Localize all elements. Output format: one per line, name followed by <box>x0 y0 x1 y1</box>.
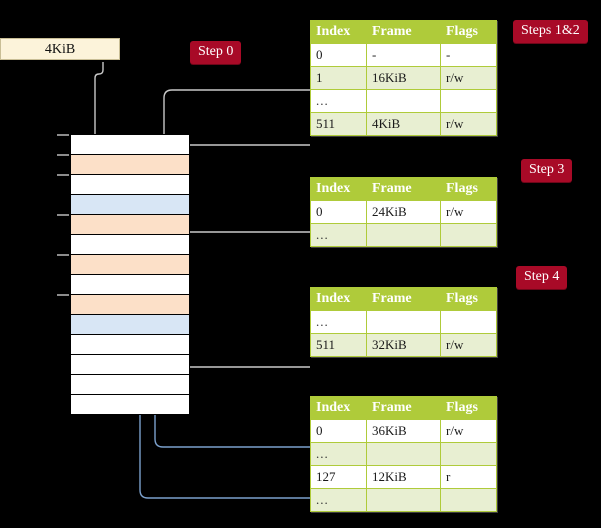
column-header-index: Index <box>310 287 367 311</box>
cell-flags: r <box>440 465 497 489</box>
cell-flags: r/w <box>440 112 497 136</box>
column-header-index: Index <box>310 20 367 44</box>
table-row: ... <box>310 310 497 334</box>
cell-index: 0 <box>310 419 367 443</box>
cell-index: 127 <box>310 465 367 489</box>
frame-tick-mark <box>57 214 69 216</box>
cell-flags: r/w <box>440 419 497 443</box>
column-header-frame: Frame <box>366 287 441 311</box>
cell-frame <box>366 442 441 466</box>
cell-flags: r/w <box>440 200 497 224</box>
arrow-steps12-b <box>173 144 310 247</box>
cell-flags <box>440 89 497 113</box>
table-row: ... <box>310 488 497 512</box>
cell-frame: 32KiB <box>366 333 441 357</box>
memory-frame-row <box>71 374 189 394</box>
column-header-flags: Flags <box>440 20 497 44</box>
cell-index: ... <box>310 488 367 512</box>
memory-frame-row <box>57 294 189 314</box>
column-header-frame: Frame <box>366 20 441 44</box>
cell-frame <box>366 89 441 113</box>
cell-frame <box>366 310 441 334</box>
column-header-frame: Frame <box>366 396 441 420</box>
frame-tick-mark <box>57 174 69 176</box>
cell-flags <box>440 488 497 512</box>
table-row: ... <box>310 442 497 466</box>
cell-frame: 24KiB <box>366 200 441 224</box>
column-header-flags: Flags <box>440 287 497 311</box>
column-header-index: Index <box>310 177 367 201</box>
memory-frame-row <box>57 154 189 174</box>
memory-frame-row <box>71 314 189 334</box>
frame-tick-mark <box>57 294 69 296</box>
memory-frame-row <box>71 234 189 254</box>
cell-frame: 16KiB <box>366 66 441 90</box>
cell-flags <box>440 310 497 334</box>
table-row: ... <box>310 223 497 247</box>
cell-index: 511 <box>310 112 367 136</box>
cell-index: 0 <box>310 200 367 224</box>
cell-index: 0 <box>310 43 367 67</box>
column-header-index: Index <box>310 396 367 420</box>
column-header-flags: Flags <box>440 396 497 420</box>
frame-tick-mark <box>57 254 69 256</box>
table-row: 0-- <box>310 43 497 67</box>
cell-flags <box>440 442 497 466</box>
cell-frame: 12KiB <box>366 465 441 489</box>
badge-step-4: Step 4 <box>516 266 568 289</box>
memory-frame-row <box>57 134 189 154</box>
memory-frame-row <box>57 214 189 234</box>
memory-frame-row <box>71 394 189 414</box>
memory-frame-row <box>57 174 189 194</box>
cell-frame: 4KiB <box>366 112 441 136</box>
cell-index: ... <box>310 223 367 247</box>
cell-flags: r/w <box>440 333 497 357</box>
cell-flags <box>440 223 497 247</box>
badge-step-0: Step 0 <box>190 41 242 64</box>
physical-memory-frames <box>57 134 190 415</box>
memory-frame-row <box>71 354 189 374</box>
badge-step-3: Step 3 <box>521 159 573 182</box>
column-header-flags: Flags <box>440 177 497 201</box>
memory-frame-row <box>71 274 189 294</box>
memory-frame-row <box>71 334 189 354</box>
cell-index: ... <box>310 310 367 334</box>
table-row: ... <box>310 89 497 113</box>
cell-index: ... <box>310 89 367 113</box>
cell-index: 1 <box>310 66 367 90</box>
cell-frame <box>366 488 441 512</box>
cell-frame <box>366 223 441 247</box>
cell-frame: - <box>366 43 441 67</box>
column-header-frame: Frame <box>366 177 441 201</box>
frame-tick-mark <box>57 134 69 136</box>
frame-tick-mark <box>57 154 69 156</box>
memory-frame-row <box>57 254 189 274</box>
cell-index: 511 <box>310 333 367 357</box>
arrow-step3 <box>165 231 310 307</box>
virtual-address-box: 4KiB <box>0 38 120 60</box>
cell-flags: r/w <box>440 66 497 90</box>
cell-frame: 36KiB <box>366 419 441 443</box>
cell-index: ... <box>310 442 367 466</box>
cell-flags: - <box>440 43 497 67</box>
memory-frame-row <box>71 194 189 214</box>
badge-steps-1-2: Steps 1&2 <box>513 20 588 43</box>
